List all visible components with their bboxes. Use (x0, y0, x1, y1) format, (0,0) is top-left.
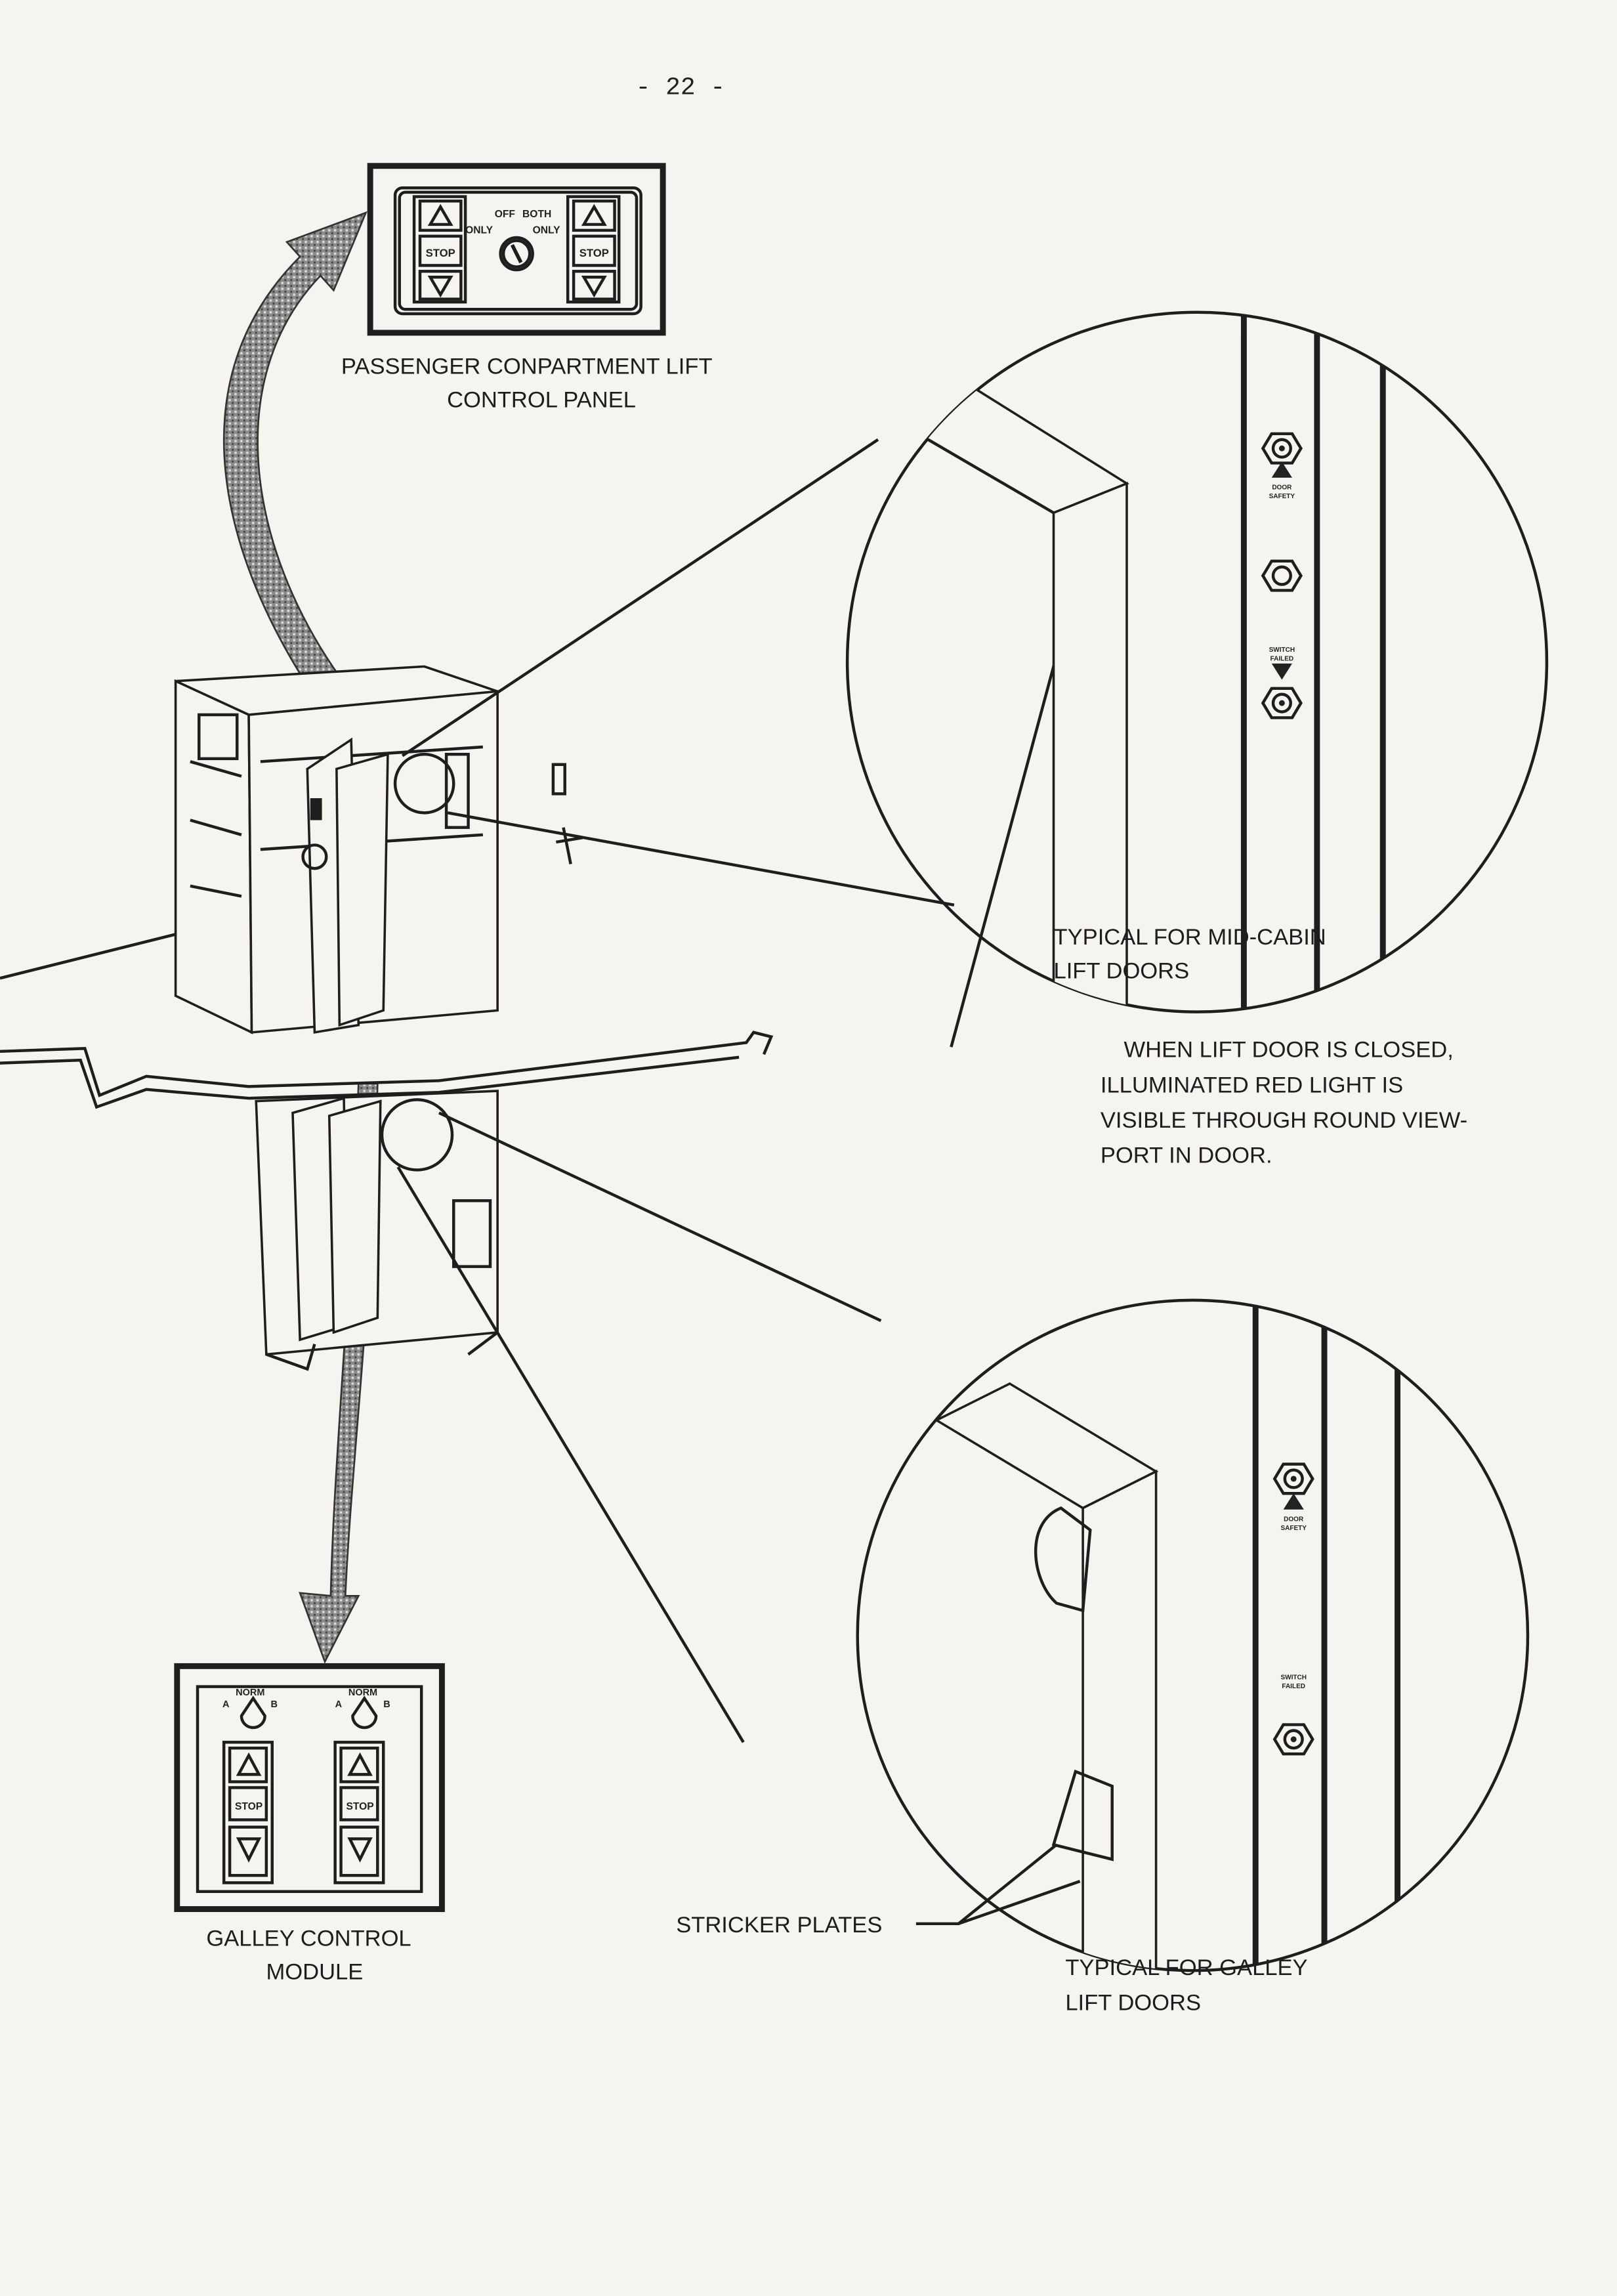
passenger-panel-caption-2: CONTROL PANEL (447, 388, 636, 413)
galley-caption-2: LIFT DOORS (1065, 1990, 1201, 2015)
mid-cabin-door-detail: DOOR SAFETY SWITCH FAILED (845, 310, 1549, 1013)
right-lift-controls: NORM A B STOP (333, 1688, 390, 1884)
right-lift-buttons: STOP (566, 195, 621, 304)
switch-label-only-left: ONLY (465, 224, 493, 236)
galley-module-caption-1: GALLEY CONTROL (206, 1926, 411, 1951)
stop-button[interactable] (339, 1786, 379, 1821)
page-number: - 22 - (636, 74, 725, 102)
down-arrow-icon[interactable] (581, 276, 607, 298)
indicator-label: SWITCH (1280, 1674, 1307, 1681)
arrow-to-passenger-panel (223, 211, 368, 704)
stricker-plates-label: STRICKER PLATES (676, 1913, 882, 1938)
indicator-label: DOOR (1272, 484, 1292, 492)
down-arrow-icon[interactable] (236, 1837, 262, 1863)
passenger-control-panel: STOP STOP OFF BOTH ONLY ONLY (367, 163, 666, 336)
stop-label: STOP (426, 247, 455, 259)
up-arrow-icon[interactable] (236, 1752, 262, 1776)
left-lift-controls: NORM A B STOP (222, 1688, 278, 1884)
switch-label-both: BOTH (522, 209, 551, 220)
stop-button[interactable] (572, 234, 616, 267)
switch-label-only-right: ONLY (533, 224, 560, 236)
stop-button[interactable] (228, 1786, 268, 1821)
passenger-panel-caption-1: PASSENGER CONPARTMENT LIFT (341, 354, 713, 379)
switch-failed-light-icon (1272, 1723, 1314, 1756)
stop-label: STOP (579, 247, 609, 259)
galley-lift-cabinet (0, 665, 774, 1371)
indicator-label: FAILED (1270, 655, 1294, 662)
viewport-callout-circle (380, 1098, 454, 1172)
up-arrow-icon[interactable] (347, 1752, 373, 1776)
viewport-note: WHEN LIFT DOOR IS CLOSED, ILLUMINATED RE… (1101, 1038, 1467, 1168)
galley-caption-1: TYPICAL FOR GALLEY (1065, 1955, 1307, 1980)
door-safety-light-icon (1261, 432, 1303, 478)
down-arrow-icon[interactable] (427, 276, 453, 298)
indicator-label: SAFETY (1269, 493, 1295, 500)
stop-button[interactable] (418, 234, 463, 267)
mid-cabin-caption-2: LIFT DOORS (1054, 958, 1190, 983)
indicator-label: SWITCH (1269, 647, 1295, 654)
a-label: A (222, 1699, 230, 1710)
blank-indicator-icon (1261, 559, 1303, 592)
down-arrow-icon[interactable] (347, 1837, 373, 1863)
stop-label: STOP (235, 1801, 262, 1812)
stop-label: STOP (346, 1801, 373, 1812)
note-line: WHEN LIFT DOOR IS CLOSED, (1124, 1038, 1454, 1063)
b-label: B (271, 1699, 278, 1710)
switch-label-off: OFF (495, 209, 515, 220)
rotary-selector-icon[interactable] (240, 1695, 266, 1730)
galley-door-detail: DOOR SAFETY SWITCH FAILED (856, 1298, 1530, 1972)
b-label: B (383, 1699, 390, 1710)
galley-module-caption-2: MODULE (266, 1960, 364, 1985)
a-label: A (335, 1699, 343, 1710)
note-line: ILLUMINATED RED LIGHT IS (1101, 1073, 1403, 1097)
door-safety-light-icon (1272, 1462, 1314, 1510)
indicator-label: SAFETY (1280, 1525, 1307, 1532)
indicator-label: FAILED (1282, 1683, 1305, 1690)
galley-control-module: NORM A B STOP NORM A B STOP (174, 1663, 445, 1912)
note-line: VISIBLE THROUGH ROUND VIEW- (1101, 1108, 1467, 1133)
mid-cabin-caption-1: TYPICAL FOR MID-CABIN (1054, 925, 1326, 950)
viewport-callout-circle (393, 752, 455, 815)
note-line: PORT IN DOOR. (1101, 1143, 1272, 1168)
rotary-selector-icon[interactable] (351, 1695, 378, 1730)
indicator-label: DOOR (1284, 1516, 1304, 1523)
up-arrow-icon[interactable] (427, 203, 453, 226)
norm-label: NORM (348, 1688, 377, 1698)
norm-label: NORM (236, 1688, 264, 1698)
left-lift-buttons: STOP (412, 195, 467, 304)
up-arrow-icon[interactable] (581, 203, 607, 226)
switch-failed-light-icon (1261, 663, 1303, 719)
selector-knob[interactable] (499, 236, 534, 272)
